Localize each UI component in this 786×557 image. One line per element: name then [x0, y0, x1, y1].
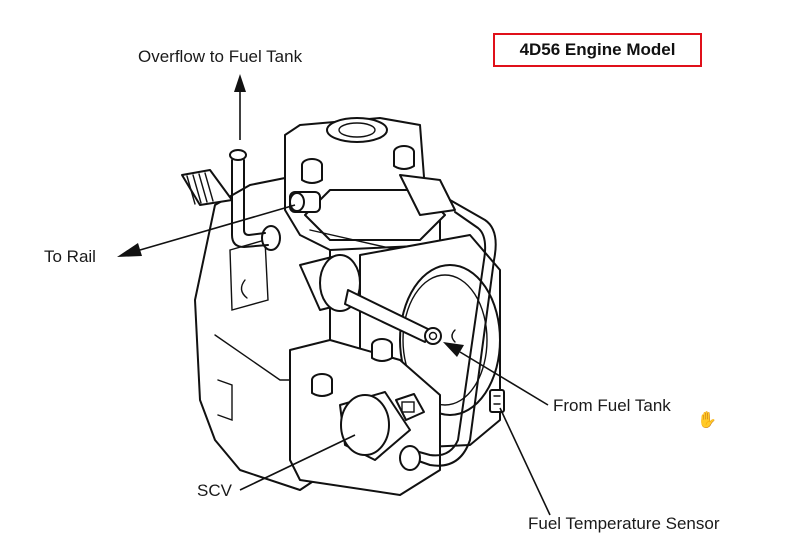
leader-scv: [239, 434, 356, 491]
arrow-overflow: [234, 74, 246, 140]
high-pressure-pipe: [399, 174, 497, 471]
label-from-fuel-tank: From Fuel Tank: [553, 396, 671, 415]
pump-head: [284, 117, 461, 256]
leader-fuel-temp-sensor: [499, 407, 551, 516]
rail-outlet: [181, 169, 321, 251]
diagram-title: 4D56 Engine Model: [519, 40, 676, 59]
arrow-from-tank: [443, 342, 549, 406]
label-to-rail: To Rail: [44, 247, 96, 266]
overflow-pipe: [229, 149, 269, 248]
title-box: 4D56 Engine Model: [493, 33, 702, 67]
label-scv: SCV: [197, 481, 232, 500]
scv-solenoid: [339, 391, 425, 461]
label-overflow-to-fuel-tank: Overflow to Fuel Tank: [138, 47, 303, 66]
label-fuel-temperature-sensor: Fuel Temperature Sensor: [528, 514, 720, 533]
hand-grab-cursor-icon: ✋: [697, 412, 717, 429]
arrow-to-rail: [117, 204, 296, 257]
fuel-temperature-sensor: [489, 389, 505, 413]
inlet-pipe: [299, 254, 442, 345]
